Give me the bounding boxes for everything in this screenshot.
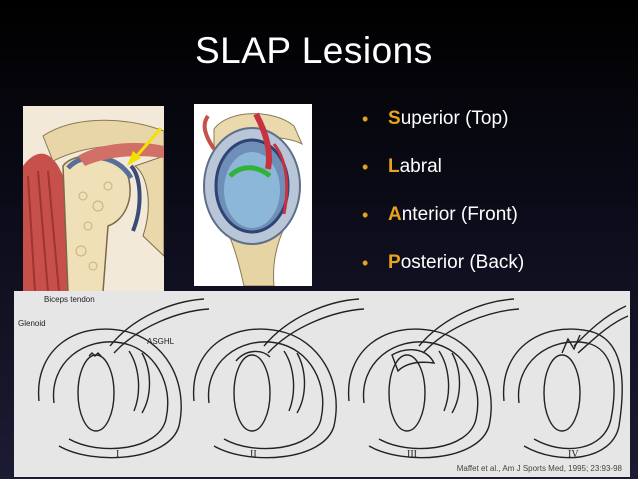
- bullet-dot-icon: •: [362, 152, 368, 182]
- bullet-initial: A: [388, 204, 402, 225]
- bullet-dot-icon: •: [362, 104, 368, 134]
- label-glenoid: Glenoid: [18, 319, 46, 328]
- bullet-labral: • Labral: [362, 152, 524, 200]
- bullet-initial: P: [388, 252, 401, 273]
- bullet-anterior: • Anterior (Front): [362, 200, 524, 248]
- type-label-3: III: [407, 449, 417, 460]
- shoulder-coronal-illustration: [23, 106, 164, 292]
- bullet-initial: L: [388, 156, 400, 177]
- bullet-text: uperior (Top): [401, 108, 509, 129]
- bullet-superior: • Superior (Top): [362, 104, 524, 152]
- bullet-text: osterior (Back): [401, 252, 525, 273]
- citation: Maffet et al., Am J Sports Med, 1995; 23…: [457, 464, 622, 473]
- slide-title: SLAP Lesions: [195, 30, 433, 72]
- bullet-dot-icon: •: [362, 248, 368, 278]
- bullet-text: abral: [400, 156, 442, 177]
- type-label-4: IV: [568, 449, 579, 460]
- bullet-dot-icon: •: [362, 200, 368, 230]
- bullet-text: nterior (Front): [402, 204, 518, 225]
- label-biceps-tendon: Biceps tendon: [44, 295, 95, 304]
- label-asghl: ASGHL: [147, 337, 174, 346]
- bullet-list: • Superior (Top) • Labral • Anterior (Front…: [362, 104, 524, 296]
- bullet-initial: S: [388, 108, 401, 129]
- type-label-2: II: [250, 449, 257, 460]
- glenoid-face-illustration: [194, 104, 312, 286]
- bullet-posterior: • Posterior (Back): [362, 248, 524, 296]
- type-label-1: I: [116, 449, 119, 460]
- slap-classification-diagram: Biceps tendon Glenoid ASGHL I II III IV …: [14, 291, 630, 477]
